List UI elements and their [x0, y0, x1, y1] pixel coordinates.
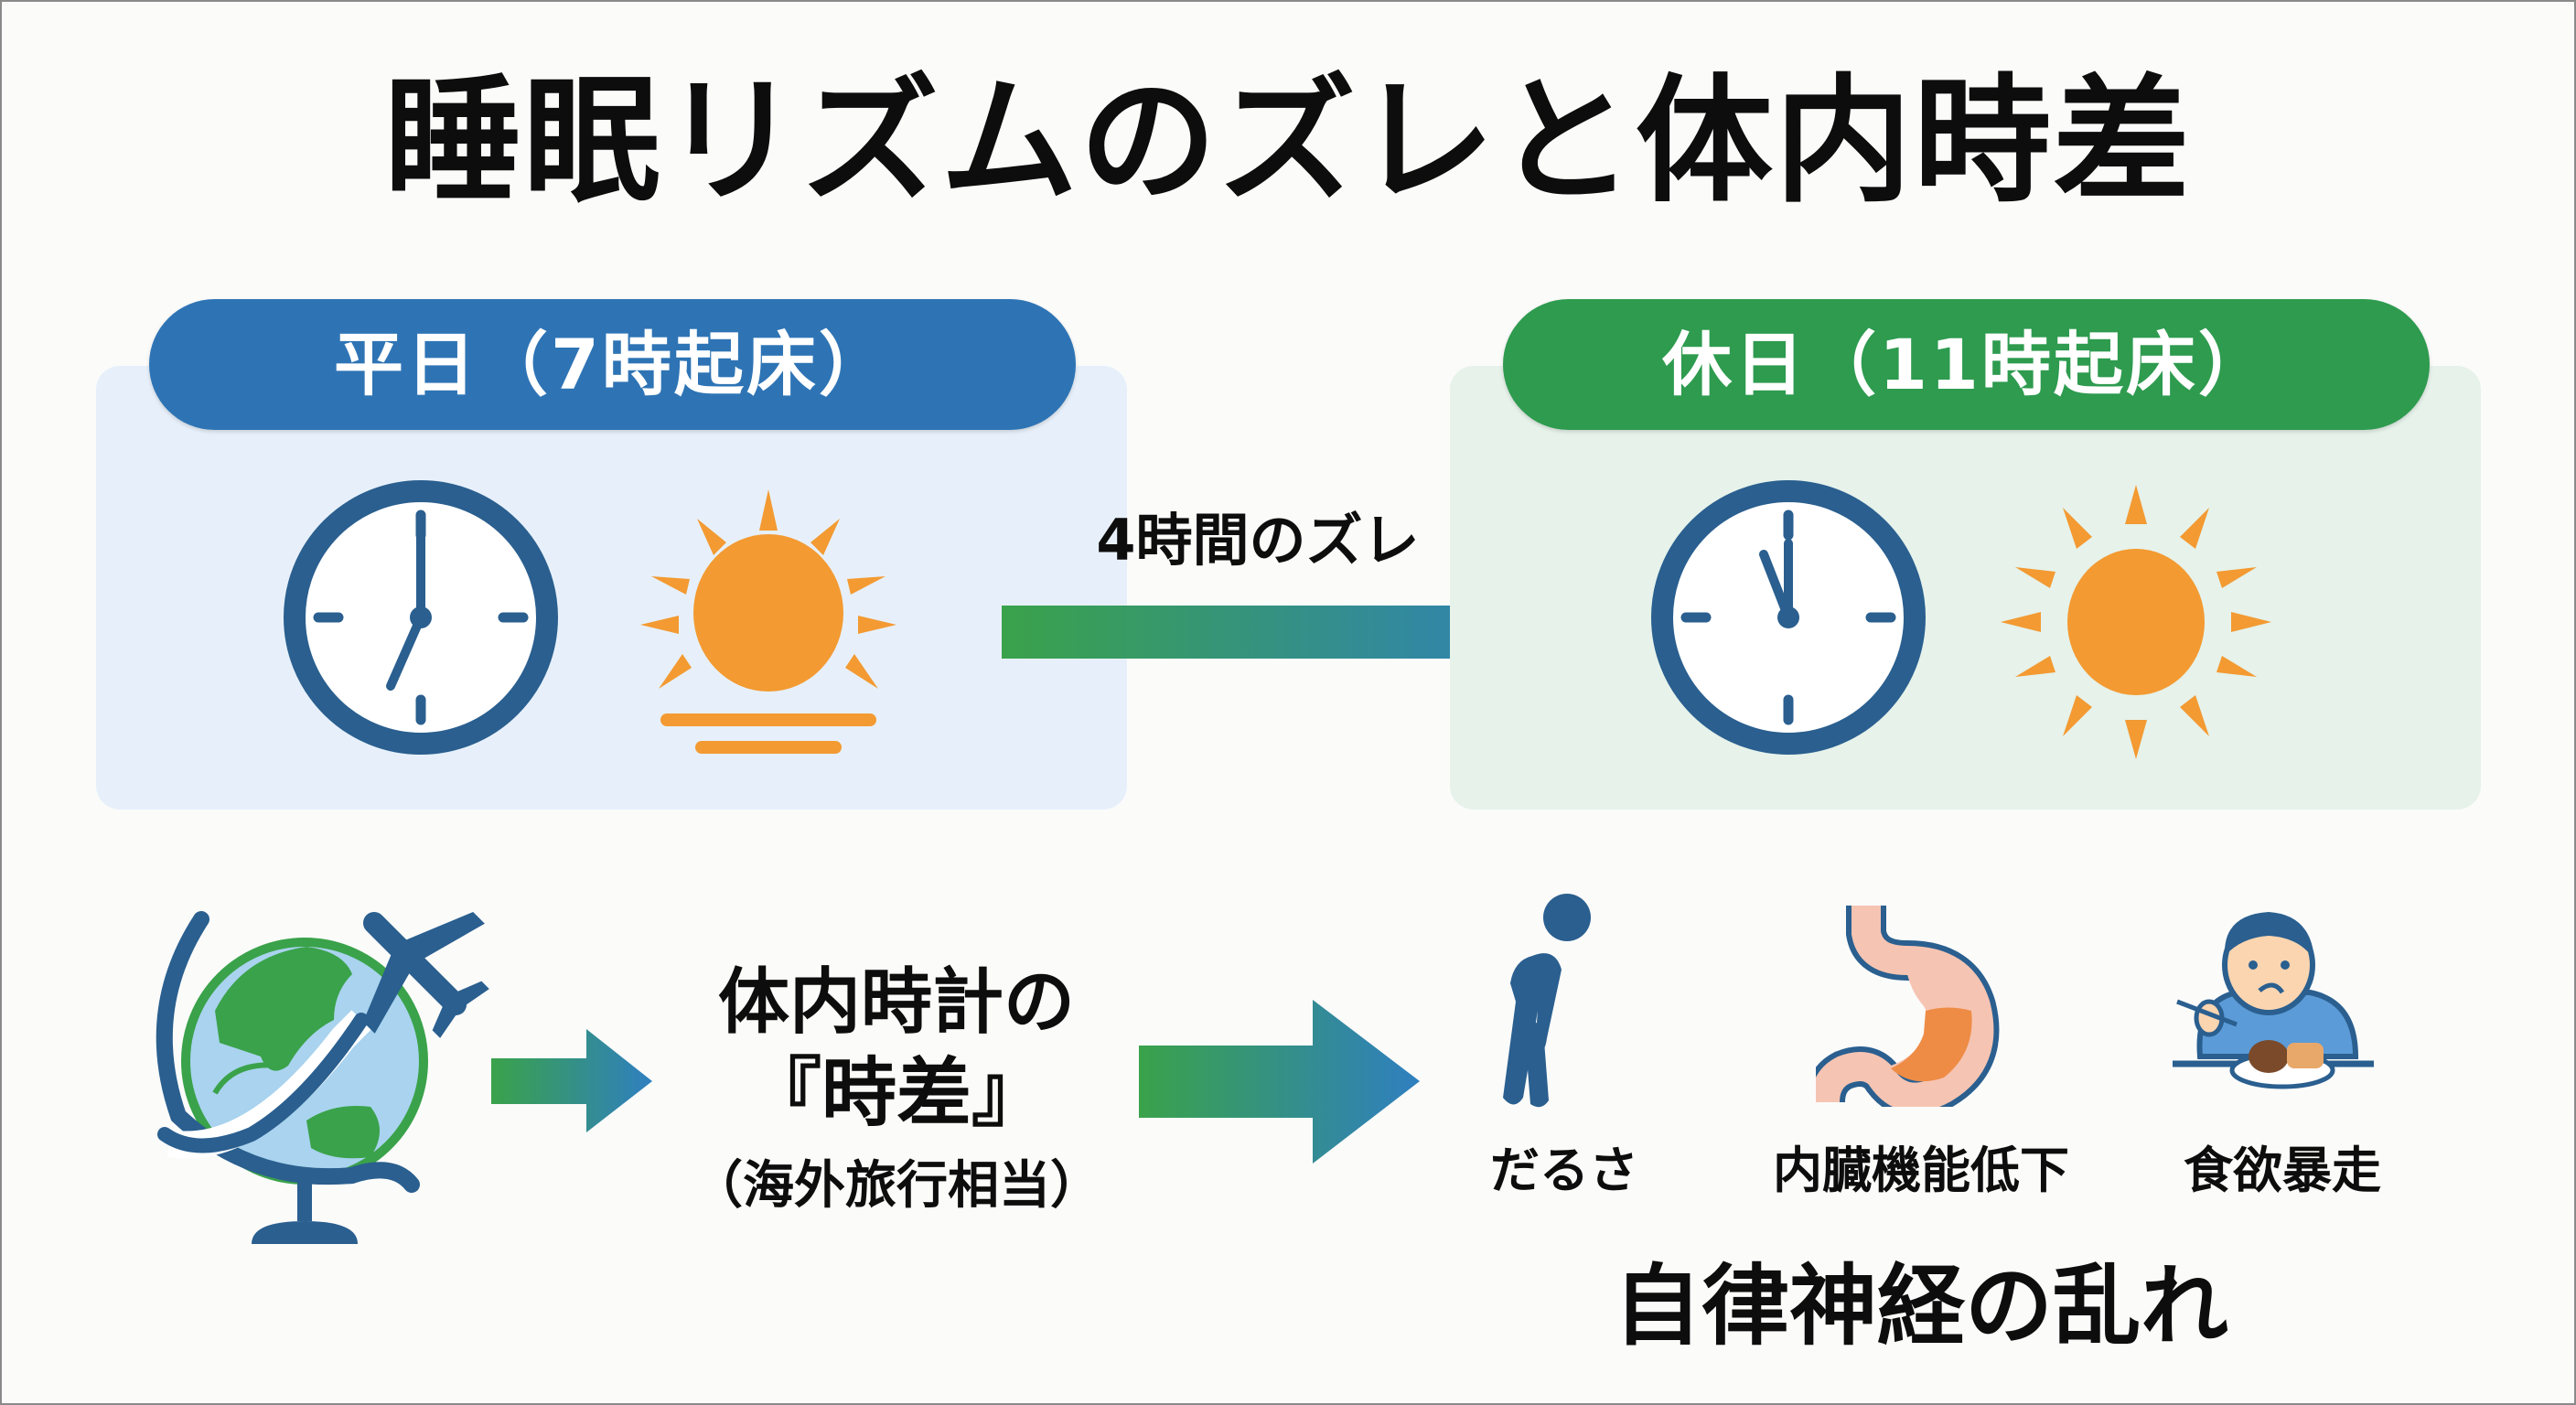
shift-arrow-icon [1002, 572, 1578, 692]
symptom-label-organ: 内臓機能低下 [1773, 1142, 2069, 1199]
weekday-panel [96, 366, 1127, 810]
sunrise-icon [631, 480, 906, 764]
jetlag-line1: 体内時計の [717, 961, 1075, 1044]
holiday-panel [1450, 366, 2481, 810]
weekday-label: 平日（7時起床） [149, 299, 1076, 430]
arrow-to-symptoms-icon [1139, 1000, 1422, 1164]
shift-label: 4時間のズレ [1096, 507, 1420, 574]
clock-11-icon [1647, 476, 1930, 759]
sun-icon [1999, 480, 2273, 764]
overeating-person-icon [2173, 892, 2383, 1111]
globe-airplane-icon [151, 883, 499, 1258]
jetlag-line2: 『時差』 [746, 1050, 1046, 1137]
symptom-label-appetite: 食欲暴走 [2184, 1142, 2381, 1199]
arrow-to-jetlag-icon [491, 1029, 654, 1134]
holiday-label: 休日（11時起床） [1503, 299, 2430, 430]
jetlag-line3: （海外旅行相当） [692, 1156, 1101, 1216]
stomach-icon [1816, 906, 2017, 1107]
result-label: 自律神経の乱れ [1614, 1255, 2228, 1357]
clock-7-icon [279, 476, 563, 759]
tired-person-icon [1477, 892, 1605, 1111]
symptom-label-fatigue: だるさ [1490, 1142, 1638, 1199]
page-title: 睡眠リズムのズレと体内時差 [383, 62, 2192, 221]
